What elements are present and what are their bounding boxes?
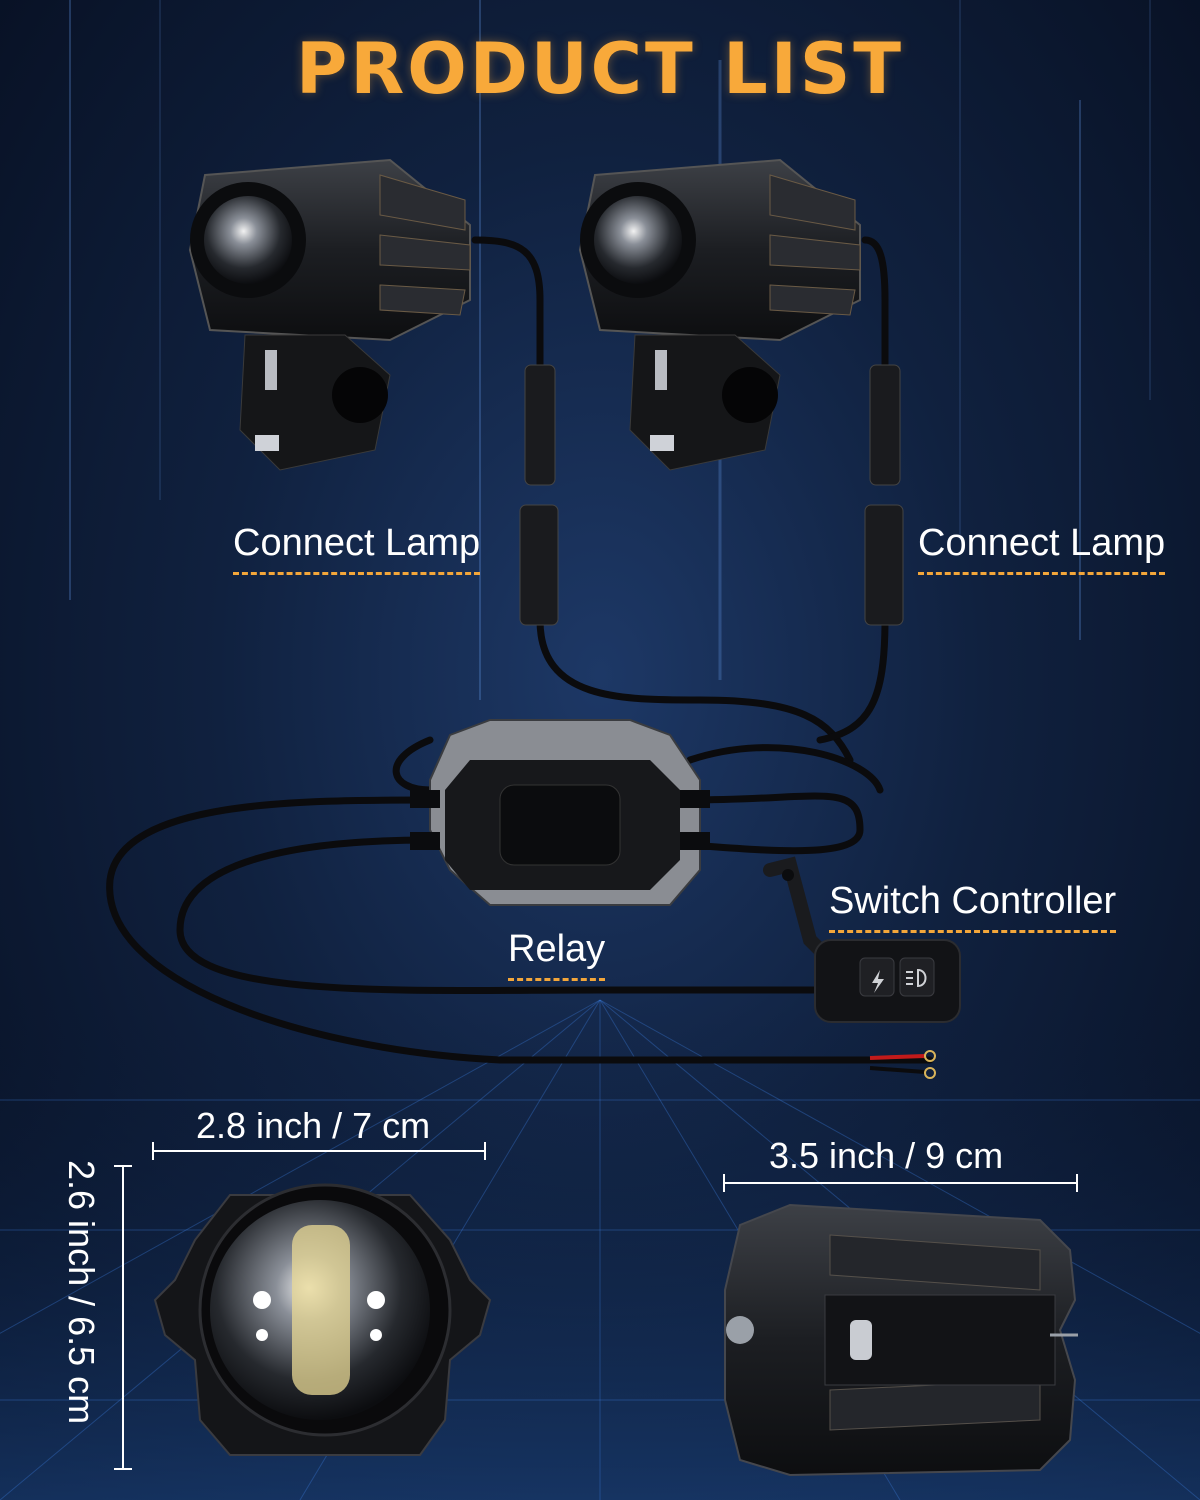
red-wire <box>869 1054 926 1060</box>
black-wire <box>869 1066 926 1074</box>
lamp-side-view <box>724 1203 1078 1477</box>
relay-label: Relay <box>508 928 606 981</box>
page-title: PRODUCT LIST <box>296 28 904 110</box>
width-dimension-line <box>152 1142 486 1160</box>
connect-lamp-right-text: Connect Lamp <box>918 522 1166 564</box>
switch-controller-label: Switch Controller <box>829 880 1117 933</box>
depth-dimension-label: 3.5 inch / 9 cm <box>769 1135 1004 1176</box>
cables <box>106 236 934 1064</box>
fog-lamp-right <box>578 158 861 471</box>
switch-controller <box>763 856 961 1023</box>
width-dimension-label: 2.8 inch / 7 cm <box>196 1105 431 1146</box>
dashed-underline <box>233 572 481 575</box>
connect-lamp-left-text: Connect Lamp <box>233 522 481 564</box>
lamp-front-view <box>153 1183 492 1456</box>
height-dimension-line <box>114 1165 132 1470</box>
switch-controller-text: Switch Controller <box>829 880 1117 922</box>
dashed-underline <box>829 930 1117 933</box>
wire-terminal <box>924 1050 936 1062</box>
lightning-icon <box>872 970 884 993</box>
headlight-icon <box>906 968 927 988</box>
dashed-underline <box>508 978 606 981</box>
relay-box <box>410 719 710 906</box>
relay-text: Relay <box>508 928 606 970</box>
dashed-underline <box>918 572 1166 575</box>
background-light-streaks <box>69 0 1151 700</box>
height-dimension-label: 2.6 inch / 6.5 cm <box>61 1160 102 1425</box>
connector-left <box>519 364 559 626</box>
depth-dimension-line <box>723 1174 1078 1192</box>
fog-lamp-left <box>188 158 471 471</box>
connector-right <box>864 364 904 626</box>
connect-lamp-label-left: Connect Lamp <box>233 522 481 575</box>
wire-terminal <box>924 1067 936 1079</box>
connect-lamp-label-right: Connect Lamp <box>918 522 1166 575</box>
